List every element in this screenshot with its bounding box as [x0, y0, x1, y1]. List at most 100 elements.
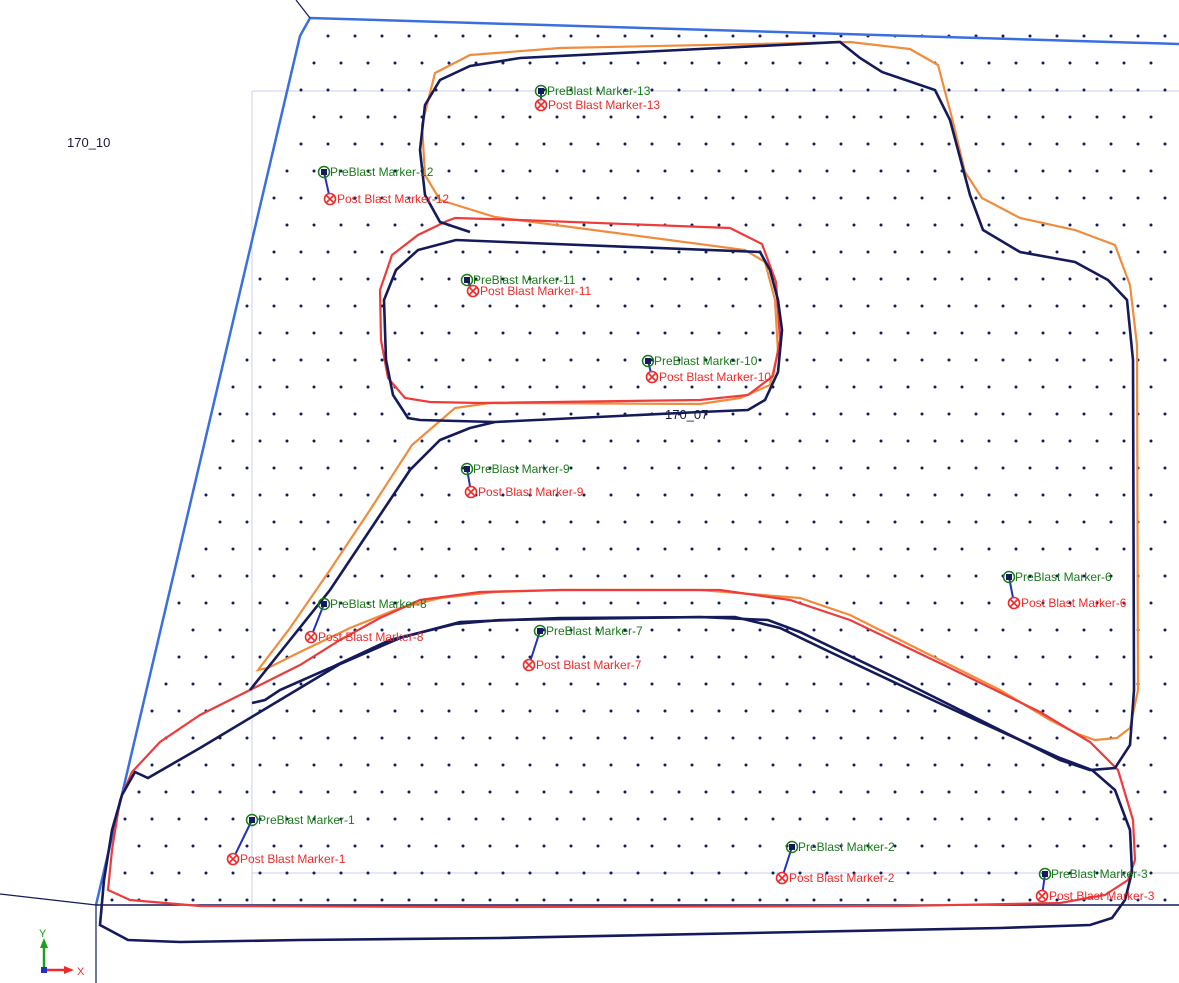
preblast-marker-icon[interactable] [460, 273, 474, 287]
blast-hole-dot [663, 115, 667, 119]
blast-hole-dot [393, 331, 397, 335]
preblast-marker-label[interactable]: PreBlast Marker-9 [473, 462, 570, 476]
blast-hole-dot [393, 439, 397, 443]
blast-hole-dot [812, 844, 816, 848]
zone-label-170-07[interactable]: 170_07 [665, 407, 708, 422]
blast-hole-dot [366, 61, 370, 65]
blast-hole-dot [825, 655, 829, 659]
preblast-marker-label[interactable]: PreBlast Marker-2 [798, 840, 895, 854]
blast-hole-dot [272, 250, 276, 254]
postblast-marker-label[interactable]: Post Blast Marker-7 [536, 658, 642, 672]
preblast-marker-label[interactable]: PreBlast Marker-1 [258, 813, 355, 827]
blast-hole-dot [285, 331, 289, 335]
preblast-marker-icon[interactable] [317, 165, 331, 179]
blast-hole-dot [1055, 844, 1059, 848]
blast-hole-dot [353, 142, 357, 146]
blast-hole-dot [339, 115, 343, 119]
blast-hole-dot [339, 385, 343, 389]
blast-hole-dot [1109, 574, 1113, 578]
blast-hole-dot [636, 493, 640, 497]
blast-hole-dot [1014, 655, 1018, 659]
preblast-marker-icon[interactable] [1038, 867, 1052, 881]
blast-hole-dot [528, 871, 532, 875]
postblast-marker-label[interactable]: Post Blast Marker-9 [478, 485, 584, 499]
blast-hole-dot [1068, 601, 1072, 605]
y-axis-label: Y [39, 928, 47, 940]
preblast-marker-icon[interactable] [533, 624, 547, 638]
blast-hole-dot [1149, 547, 1153, 551]
postblast-marker-label[interactable]: Post Blast Marker-8 [318, 630, 424, 644]
blast-hole-dot [785, 412, 789, 416]
postblast-marker-label[interactable]: Post Blast Marker-3 [1049, 889, 1155, 903]
blast-hole-dot [866, 574, 870, 578]
preblast-marker-label[interactable]: PreBlast Marker-7 [546, 624, 643, 638]
blast-hole-dot [1082, 628, 1086, 632]
postblast-marker-label[interactable]: Post Blast Marker-10 [659, 370, 771, 384]
blast-hole-dot [1001, 34, 1005, 38]
blast-hole-dot [434, 466, 438, 470]
blast-hole-dot [717, 709, 721, 713]
zone-label-170-10[interactable]: 170_10 [67, 135, 110, 150]
postblast-marker-label[interactable]: Post Blast Marker-11 [480, 284, 591, 298]
postblast-marker-label[interactable]: Post Blast Marker-2 [789, 871, 895, 885]
blast-hole-dot [569, 682, 573, 686]
preblast-marker-label[interactable]: PreBlast Marker-10 [654, 354, 758, 368]
blast-hole-dot [1149, 817, 1153, 821]
blast-hole-dot [164, 898, 168, 902]
blast-hole-dot [623, 682, 627, 686]
blast-hole-dot [852, 493, 856, 497]
blast-hole-dot [555, 547, 559, 551]
postblast-marker-label[interactable]: Post Blast Marker-13 [548, 98, 660, 112]
preblast-marker-icon[interactable] [317, 597, 331, 611]
blast-hole-dot [879, 547, 883, 551]
preblast-marker-icon[interactable] [641, 354, 655, 368]
blast-hole-dot [636, 763, 640, 767]
blast-hole-dot [258, 385, 262, 389]
preblast-marker-icon[interactable] [785, 840, 799, 854]
preblast-marker-label[interactable]: PreBlast Marker-12 [330, 165, 434, 179]
preblast-marker-label[interactable]: PreBlast Marker-13 [547, 84, 651, 98]
preblast-marker-icon[interactable] [534, 84, 548, 98]
blast-hole-dot [1122, 385, 1126, 389]
blast-hole-dot [407, 358, 411, 362]
postblast-marker-label[interactable]: Post Blast Marker-12 [337, 192, 449, 206]
blast-hole-dot [474, 331, 478, 335]
blast-hole-dot [461, 250, 465, 254]
preblast-marker-label[interactable]: PreBlast Marker-11 [473, 273, 576, 287]
preblast-marker-label[interactable]: PreBlast Marker-3 [1051, 867, 1148, 881]
blast-hole-dot [380, 358, 384, 362]
postblast-marker-label[interactable]: Post Blast Marker-6 [1021, 596, 1127, 610]
preblast-marker-icon[interactable] [460, 462, 474, 476]
preblast-marker-label[interactable]: PreBlast Marker-8 [330, 597, 427, 611]
blast-hole-dot [1163, 412, 1167, 416]
preblast-marker-icon[interactable] [245, 813, 259, 827]
blast-hole-dot [974, 358, 978, 362]
blast-hole-dot [636, 871, 640, 875]
blast-hole-dot [1122, 115, 1126, 119]
blast-hole-dot [663, 331, 667, 335]
blast-hole-dot [461, 574, 465, 578]
blast-hole-dot [717, 61, 721, 65]
blast-hole-dot [1149, 655, 1153, 659]
blast-hole-dot [1001, 142, 1005, 146]
blast-hole-dot [758, 682, 762, 686]
blast-hole-dot [461, 142, 465, 146]
blast-hole-dot [380, 412, 384, 416]
postblast-marker-label[interactable]: Post Blast Marker-1 [240, 852, 346, 866]
preblast-marker-label[interactable]: PreBlast Marker-6 [1015, 570, 1112, 584]
marker-connector [232, 819, 253, 860]
preblast-marker-icon[interactable] [1002, 570, 1016, 584]
blast-hole-dot [758, 898, 762, 902]
